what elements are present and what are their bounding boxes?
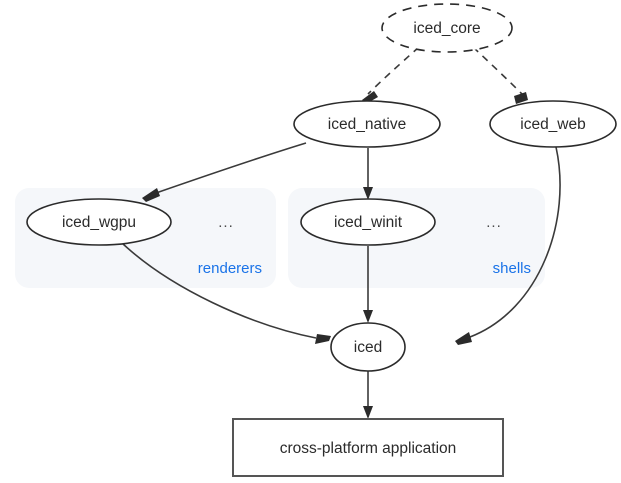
edge-line xyxy=(367,46,420,95)
node-iced[interactable]: iced xyxy=(330,322,406,372)
edge-line xyxy=(469,146,561,338)
node-iced-winit-label: iced_winit xyxy=(334,214,403,231)
edge-arrowhead xyxy=(455,332,472,345)
edge-iced-core-to-iced-native xyxy=(362,46,420,104)
node-iced-wgpu[interactable]: iced_wgpu xyxy=(26,198,172,246)
node-iced-core-label: iced_core xyxy=(413,20,480,37)
node-iced-native-shape[interactable] xyxy=(293,100,441,148)
cluster-renderers-label: renderers xyxy=(198,260,262,277)
node-iced-web[interactable]: iced_web xyxy=(489,100,617,148)
edge-iced-winit-to-iced xyxy=(363,246,373,323)
edge-arrowhead xyxy=(142,188,160,202)
node-iced-core-shape[interactable] xyxy=(381,3,513,53)
edge-line xyxy=(155,142,307,194)
edge-arrowhead xyxy=(315,334,331,344)
node-cross-platform-application[interactable]: cross-platform application xyxy=(232,418,504,477)
edge-iced-native-to-iced-winit xyxy=(363,148,373,200)
node-iced-winit[interactable]: iced_winit xyxy=(300,198,436,246)
node-iced-shape[interactable] xyxy=(330,322,406,372)
node-application-label: cross-platform application xyxy=(280,440,457,457)
edge-iced-core-to-iced-web xyxy=(472,46,528,104)
edge-arrowhead xyxy=(363,406,373,419)
edge-arrowhead xyxy=(363,187,373,200)
edge-iced-web-to-iced xyxy=(455,146,561,345)
edge-iced-to-application xyxy=(363,371,373,419)
edge-line xyxy=(121,242,317,339)
cluster-shells-ellipsis: ... xyxy=(486,214,502,231)
node-iced-wgpu-label: iced_wgpu xyxy=(62,214,136,231)
edge-arrowhead xyxy=(514,92,528,104)
node-iced-web-shape[interactable] xyxy=(489,100,617,148)
node-iced-web-label: iced_web xyxy=(520,116,586,133)
edge-iced-native-to-iced-wgpu xyxy=(142,142,307,202)
edge-line xyxy=(472,46,523,95)
node-iced-core[interactable]: iced_core xyxy=(381,3,513,53)
edge-iced-wgpu-to-iced xyxy=(121,242,331,344)
node-iced-label: iced xyxy=(354,339,382,356)
cluster-shells-label: shells xyxy=(493,260,531,277)
cluster-renderers-ellipsis: ... xyxy=(218,214,234,231)
node-iced-native-label: iced_native xyxy=(328,116,406,133)
edge-arrowhead xyxy=(363,310,373,323)
node-application-shape[interactable] xyxy=(232,418,504,477)
node-iced-native[interactable]: iced_native xyxy=(293,100,441,148)
node-iced-winit-shape[interactable] xyxy=(300,198,436,246)
node-iced-wgpu-shape[interactable] xyxy=(26,198,172,246)
